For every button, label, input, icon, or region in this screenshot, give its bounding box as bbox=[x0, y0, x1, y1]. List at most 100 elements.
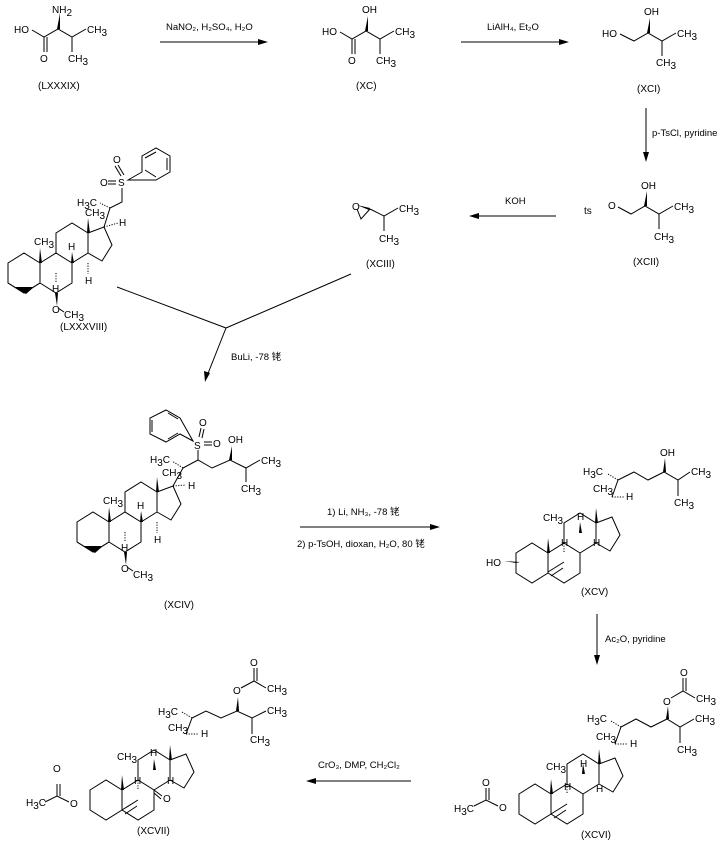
compound-XCVII: O O O H3C CH3 CH3 H H H H H3C O O CH3 CH… bbox=[26, 658, 287, 837]
atom-label: O bbox=[608, 201, 616, 212]
atom-label: CH3 bbox=[691, 467, 711, 481]
atom-label: O bbox=[663, 697, 671, 708]
compound-label: (XCIV) bbox=[164, 600, 194, 611]
atom-label: H bbox=[85, 276, 92, 287]
atom-label: H bbox=[119, 218, 126, 229]
atom-label: H3C bbox=[454, 804, 474, 818]
atom-label: HO bbox=[486, 558, 501, 569]
reagent-text: BuLi, -78 铑 bbox=[231, 351, 282, 363]
atom-label: CH3 bbox=[656, 58, 676, 72]
atom-label: O bbox=[482, 778, 490, 789]
atom-label: CH3 bbox=[395, 27, 415, 41]
reagent-text: 2) p-TsOH, dioxan, H₂O, 80 铑 bbox=[297, 538, 425, 550]
compound-LXXXIX: NH2 HO O CH3 CH3 (LXXXIX) bbox=[14, 5, 107, 92]
atom-label: H bbox=[593, 538, 600, 549]
atom-label: CH3 bbox=[674, 202, 694, 216]
compound-label: (XCVI) bbox=[581, 830, 611, 841]
reagent-text: NaNO₂, H₂SO₄, H₂O bbox=[166, 22, 253, 33]
reagent-text: p-TsCl, pyridine bbox=[652, 128, 717, 139]
atom-label: O bbox=[680, 668, 688, 679]
compound-LXXXVIII: O CH3 CH3 CH3 H H H H H3C S O O (LXXXVII… bbox=[7, 147, 171, 333]
reaction-arrow-4: KOH bbox=[469, 196, 556, 219]
atom-label: CH3 bbox=[34, 237, 54, 251]
atom-label: OH bbox=[641, 181, 656, 192]
atom-label: CH3 bbox=[596, 732, 616, 746]
atom-label: CH3 bbox=[677, 745, 697, 759]
compound-label: (XCI) bbox=[637, 84, 660, 95]
reagent-text: Ac₂O, pyridine bbox=[605, 634, 666, 645]
atom-label: H bbox=[577, 512, 584, 523]
compound-label: (LXXXVIII) bbox=[60, 322, 107, 333]
atom-label: O bbox=[100, 178, 108, 189]
atom-label: OH bbox=[644, 7, 659, 18]
atom-label: H bbox=[121, 543, 128, 554]
atom-label: H bbox=[564, 782, 571, 793]
atom-label: CH3 bbox=[87, 25, 107, 39]
atom-label: HO bbox=[14, 25, 29, 36]
atom-label: OH bbox=[660, 448, 675, 459]
atom-label: OH bbox=[362, 5, 377, 16]
atom-label: H bbox=[188, 481, 195, 492]
atom-label: O bbox=[70, 799, 78, 810]
atom-label: CH3 bbox=[593, 484, 613, 498]
atom-label: O bbox=[113, 155, 121, 166]
atom-label: HO bbox=[322, 27, 337, 38]
atom-label: CH3 bbox=[68, 54, 88, 68]
atom-label: CH3 bbox=[654, 232, 674, 246]
atom-label: HO bbox=[602, 29, 617, 40]
atom-label: CH3 bbox=[64, 310, 84, 324]
reaction-arrow-6: 1) Li, NH₃, -78 铑 2) p-TsOH, dioxan, H₂O… bbox=[297, 506, 440, 550]
atom-label: CH3 bbox=[695, 714, 715, 728]
compound-XCVI: O O H3C CH3 CH3 H H H H H3C O O CH3 CH3 … bbox=[454, 668, 716, 841]
compound-label: (LXXXIX) bbox=[38, 81, 80, 92]
atom-label: CH3 bbox=[162, 468, 182, 482]
atom-label: CH3 bbox=[674, 498, 694, 512]
atom-label: H bbox=[68, 242, 75, 253]
atom-label: CH3 bbox=[241, 484, 261, 498]
atom-label: O bbox=[52, 305, 60, 316]
atom-label: H bbox=[580, 759, 587, 770]
atom-label: H bbox=[626, 492, 633, 503]
atom-label: OH bbox=[228, 435, 243, 446]
atom-label: H3C bbox=[26, 798, 46, 812]
reagent-text: CrO₃, DMP, CH₂Cl₂ bbox=[318, 760, 400, 771]
atom-label: O bbox=[250, 658, 258, 669]
reagent-text: KOH bbox=[505, 196, 526, 207]
atom-label: H bbox=[137, 501, 144, 512]
compound-XCIV: O CH3 CH3 CH3 H H H H H3C OH CH3 CH3 S O… bbox=[76, 409, 281, 611]
atom-label: O bbox=[499, 803, 507, 814]
compound-label: (XCV) bbox=[581, 587, 608, 598]
atom-label: CH3 bbox=[103, 496, 123, 510]
atom-label: S bbox=[194, 441, 201, 452]
compound-XCI: OH HO CH3 CH3 (XCI) bbox=[602, 7, 697, 95]
atom-label: CH3 bbox=[168, 723, 188, 737]
atom-label: CH3 bbox=[261, 456, 281, 470]
atom-label: H bbox=[596, 784, 603, 795]
atom-label: NH2 bbox=[52, 5, 72, 19]
compound-label: (XCIII) bbox=[366, 259, 395, 270]
atom-label: O bbox=[199, 418, 207, 429]
reaction-arrow-5: BuLi, -78 铑 bbox=[116, 273, 352, 382]
atom-label: S bbox=[118, 178, 125, 189]
atom-label: H bbox=[561, 538, 568, 549]
atom-label: H bbox=[630, 739, 637, 750]
atom-label: H bbox=[134, 776, 141, 787]
reaction-arrow-2: LiAlH₄, Et₂O bbox=[461, 22, 569, 45]
reagent-text: LiAlH₄, Et₂O bbox=[487, 22, 539, 33]
atom-label: CH3 bbox=[85, 208, 105, 222]
compound-label: (XCVII) bbox=[137, 826, 170, 837]
atom-label: CH3 bbox=[379, 234, 399, 248]
atom-label: H3C bbox=[77, 198, 97, 212]
compound-label: (XC) bbox=[356, 81, 377, 92]
reagent-text: 1) Li, NH₃, -78 铑 bbox=[327, 506, 400, 518]
atom-label: H bbox=[201, 729, 208, 740]
atom-label: CH3 bbox=[267, 706, 287, 720]
reaction-arrow-3: p-TsCl, pyridine bbox=[643, 108, 717, 162]
atom-label: CH3 bbox=[399, 204, 419, 218]
reaction-arrow-7: Ac₂O, pyridine bbox=[594, 614, 666, 665]
atom-label: CH3 bbox=[677, 29, 697, 43]
compound-XCV: HO CH3 CH3 H H H H H3C OH CH3 CH3 (XCV) bbox=[486, 448, 711, 598]
atom-label: H bbox=[154, 535, 161, 546]
atom-label: H bbox=[150, 748, 157, 759]
